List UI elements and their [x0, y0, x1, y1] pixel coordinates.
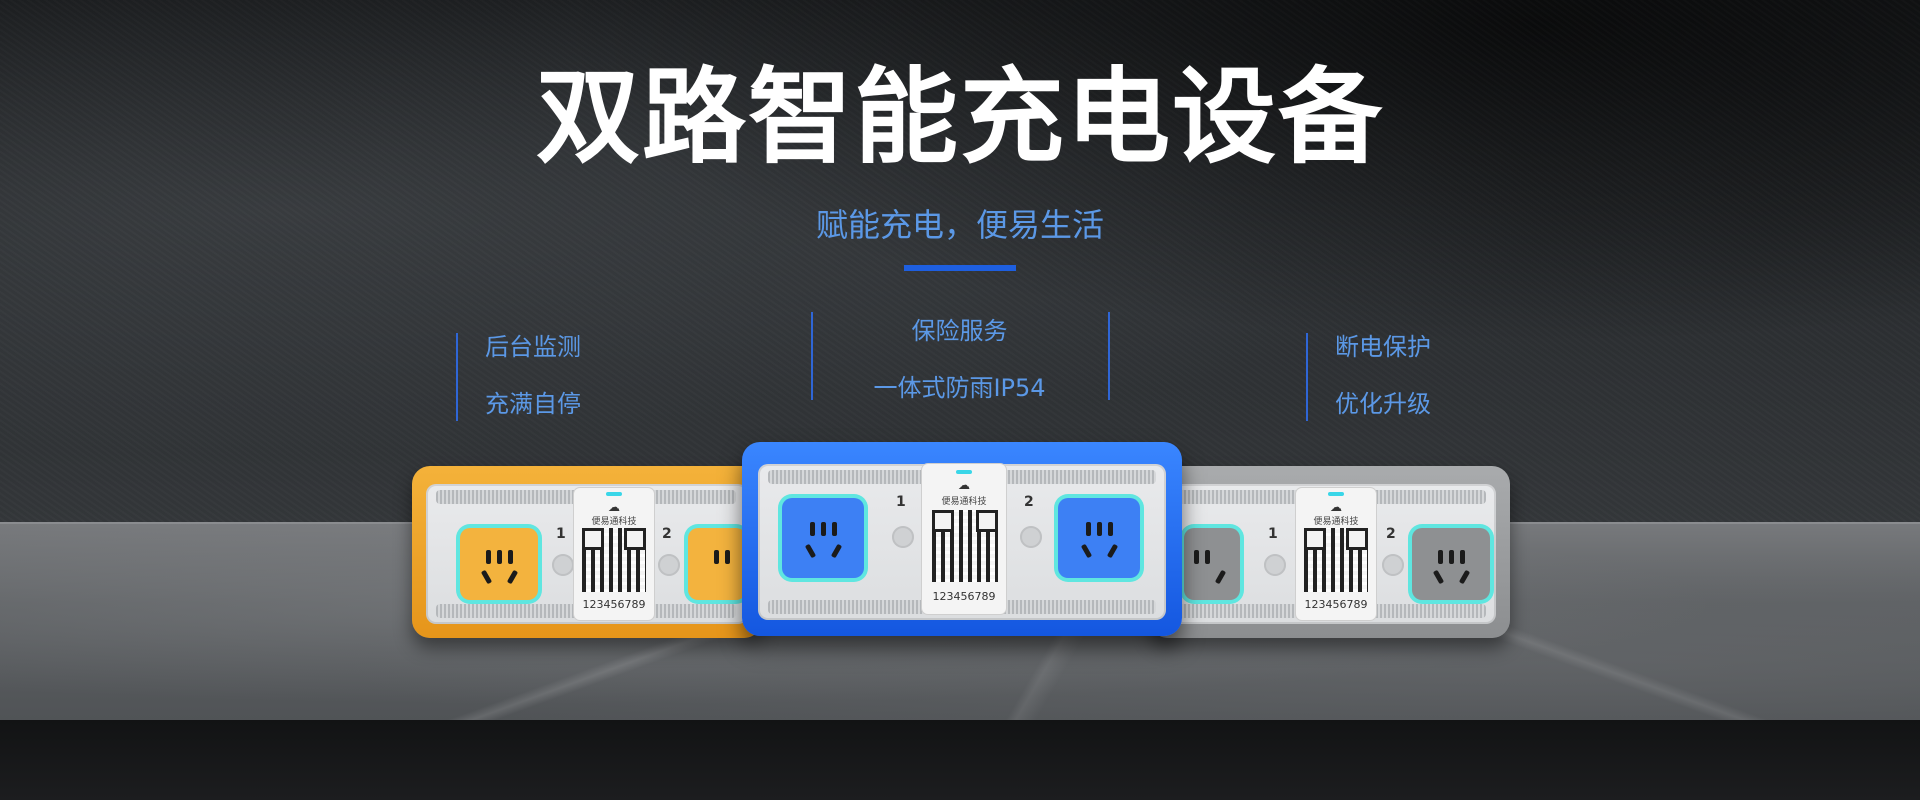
indicator-button — [658, 554, 680, 576]
status-led — [1328, 492, 1344, 496]
feature-left-1: 后台监测 — [485, 333, 581, 361]
indicator-button — [1264, 554, 1286, 576]
power-socket-icon — [782, 498, 864, 578]
indicator-button — [1382, 554, 1404, 576]
cloud-upload-icon: ☁ — [958, 478, 970, 492]
qr-code-icon — [582, 528, 646, 592]
qr-panel: ☁ 便易通科技 123456789 — [922, 464, 1006, 614]
indicator-button — [1020, 526, 1042, 548]
device-face: 1 ☁ 便易通科技 123456789 2 — [1164, 484, 1496, 624]
feature-left-2: 充满自停 — [485, 390, 581, 418]
status-led — [956, 470, 972, 474]
status-led — [606, 492, 622, 496]
device-face: 1 ☁ 便易通科技 123456789 2 — [758, 464, 1166, 620]
background-wall — [0, 0, 1920, 525]
marble-shelf — [0, 522, 1920, 722]
brand-label: 便易通科技 — [591, 517, 637, 527]
cloud-upload-icon: ☁ — [1330, 500, 1342, 514]
qr-code-icon — [1304, 528, 1368, 592]
qr-panel: ☁ 便易通科技 123456789 — [1296, 488, 1376, 620]
outlet-number-2: 2 — [1024, 494, 1034, 510]
subtitle-underline — [904, 265, 1016, 271]
qr-code-icon — [932, 510, 998, 582]
cloud-upload-icon: ☁ — [608, 500, 620, 514]
outlet-number-1: 1 — [556, 526, 566, 542]
serial-number: 123456789 — [932, 590, 996, 603]
feature-center-1: 保险服务 — [911, 317, 1008, 345]
outlet-number-2: 2 — [662, 526, 672, 542]
serial-number: 123456789 — [1304, 598, 1368, 611]
power-socket-icon — [688, 528, 746, 600]
feature-divider-center-right — [1108, 312, 1110, 400]
feature-divider-left — [456, 333, 458, 421]
outlet-number-1: 1 — [896, 494, 906, 510]
indicator-button — [552, 554, 574, 576]
power-socket-icon — [460, 528, 538, 600]
power-socket-icon — [1184, 528, 1240, 600]
page-subtitle: 赋能充电，便易生活 — [815, 206, 1104, 244]
device-face: 1 ☁ 便易通科技 123456789 2 — [426, 484, 748, 624]
brand-label: 便易通科技 — [941, 497, 987, 507]
power-socket-icon — [1412, 528, 1490, 600]
feature-divider-center-left — [811, 312, 813, 400]
page-title: 双路智能充电设备 — [535, 56, 1384, 178]
qr-panel: ☁ 便易通科技 123456789 — [574, 488, 654, 620]
feature-right-1: 断电保护 — [1335, 333, 1431, 361]
indicator-button — [892, 526, 914, 548]
floor-shadow — [0, 720, 1920, 800]
outlet-number-1: 1 — [1268, 526, 1278, 542]
charger-device-gray: 1 ☁ 便易通科技 123456789 2 — [1150, 466, 1510, 638]
feature-right-2: 优化升级 — [1335, 390, 1431, 418]
outlet-number-2: 2 — [1386, 526, 1396, 542]
charger-device-orange: 1 ☁ 便易通科技 123456789 2 — [412, 466, 762, 638]
serial-number: 123456789 — [582, 598, 646, 611]
charger-device-blue: 1 ☁ 便易通科技 123456789 2 — [742, 442, 1182, 636]
feature-divider-right — [1306, 333, 1308, 421]
feature-center-2: 一体式防雨IP54 — [873, 374, 1046, 402]
brand-label: 便易通科技 — [1313, 517, 1359, 527]
power-socket-icon — [1058, 498, 1140, 578]
